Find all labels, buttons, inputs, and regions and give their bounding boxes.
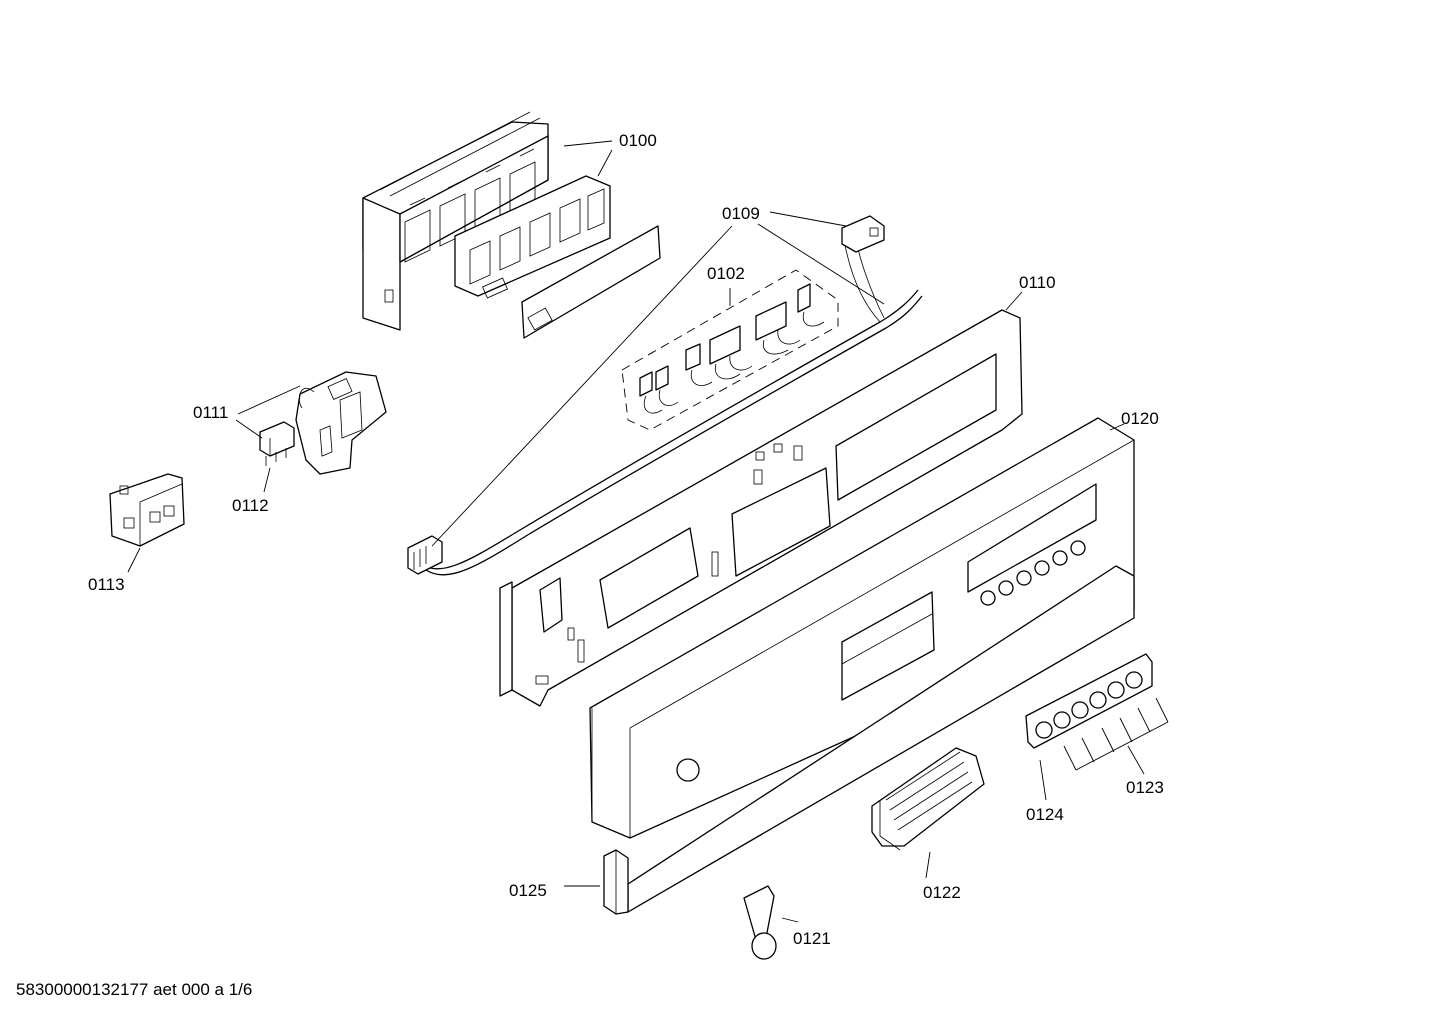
part-0125-end-cap [603, 849, 629, 915]
part-0111-door-switch [295, 371, 387, 475]
part-0120-front-fascia [589, 417, 1135, 839]
part-0100-display-strip [521, 225, 661, 339]
label-0120: 0120 [1121, 409, 1159, 428]
label-0123: 0123 [1126, 778, 1164, 797]
label-0111: 0111 [193, 403, 228, 422]
label-0122: 0122 [923, 883, 961, 902]
part-0122-holder [871, 747, 985, 851]
label-0100: 0100 [619, 131, 657, 150]
label-0109: 0109 [722, 204, 760, 223]
part-0100-control-module [362, 111, 611, 331]
label-0124: 0124 [1026, 805, 1064, 824]
part-0124-button-holder [1025, 653, 1153, 749]
label-0125: 0125 [509, 881, 547, 900]
part-0102-connector-set [621, 269, 839, 431]
label-0110: 0110 [1019, 273, 1056, 292]
document-id: 58300000132177 aet 000 a 1/6 [16, 980, 253, 999]
label-0113: 0113 [88, 575, 125, 594]
leader-lines [127, 140, 1169, 923]
part-0109-wiring-harness [407, 215, 923, 576]
part-0113-switch-block [109, 473, 185, 547]
part-0112-suppressor [259, 421, 295, 466]
label-0121: 0121 [793, 929, 831, 948]
label-0112: 0112 [232, 496, 269, 515]
part-0110-panel-frame [499, 309, 1023, 707]
label-0102: 0102 [707, 264, 745, 283]
part-0121-lever [743, 885, 777, 960]
part-labels: 0100 0109 0102 0110 0111 0112 0113 0120 … [88, 131, 1164, 948]
